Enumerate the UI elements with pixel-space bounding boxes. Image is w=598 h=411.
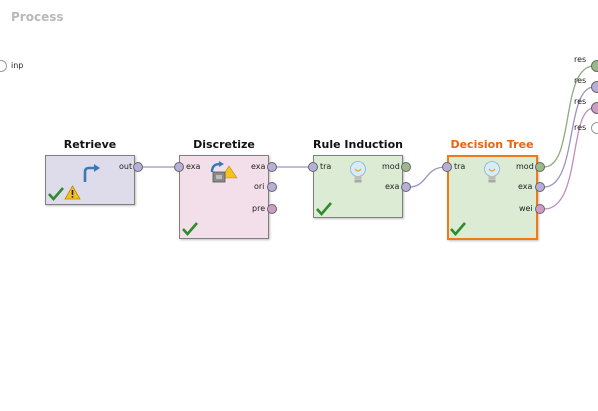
decision-tree-lightbulb-icon xyxy=(484,161,500,183)
decision-tree-wei-port[interactable] xyxy=(535,204,545,214)
retrieve-title: Retrieve xyxy=(63,138,117,151)
result-port-1[interactable] xyxy=(591,60,598,72)
discretize-exa-in-label: exa xyxy=(186,162,201,171)
discretize-preprocess-icon xyxy=(210,161,238,183)
decision-tree-tra-port[interactable] xyxy=(442,162,452,172)
discretize-exa-out-port[interactable] xyxy=(267,162,277,172)
decision-tree-exa-label: exa xyxy=(518,182,533,191)
discretize-pre-port[interactable] xyxy=(267,204,277,214)
discretize-ori-port[interactable] xyxy=(267,182,277,192)
rule-induction-tra-port[interactable] xyxy=(308,162,318,172)
rule-induction-title: Rule Induction xyxy=(313,138,403,151)
retrieve-out-port[interactable] xyxy=(133,162,143,172)
rule-induction-exa-label: exa xyxy=(385,182,400,191)
retrieve-out-label: out xyxy=(119,162,133,171)
result-port-4[interactable] xyxy=(591,122,598,134)
discretize-check-icon xyxy=(182,222,198,236)
process-title: Process xyxy=(11,10,64,24)
wire-ruleinduction-decisiontree[interactable] xyxy=(408,166,447,188)
result-port-2[interactable] xyxy=(591,81,598,93)
rule-induction-mod-port[interactable] xyxy=(401,162,411,172)
discretize-exa-in-port[interactable] xyxy=(174,162,184,172)
retrieve-warning-icon xyxy=(64,185,81,200)
rule-induction-exa-port[interactable] xyxy=(401,182,411,192)
decision-tree-title: Decision Tree xyxy=(450,138,534,151)
decision-tree-mod-port[interactable] xyxy=(535,162,545,172)
retrieve-arrow-icon xyxy=(83,164,100,182)
wire-tree-mod-res[interactable] xyxy=(543,65,595,168)
discretize-pre-label: pre xyxy=(252,204,266,213)
decision-tree-check-icon xyxy=(450,222,466,236)
discretize-exa-out-label: exa xyxy=(251,162,266,171)
decision-tree-tra-label: tra xyxy=(454,162,466,171)
process-input-label: inp xyxy=(11,61,24,70)
wire-tree-exa-res[interactable] xyxy=(543,86,595,188)
rule-induction-tra-label: tra xyxy=(320,162,332,171)
result-label-1: res xyxy=(574,55,587,64)
rule-induction-lightbulb-icon xyxy=(350,161,366,183)
discretize-operator[interactable] xyxy=(179,155,269,239)
decision-tree-mod-label: mod xyxy=(516,162,534,171)
result-label-2: res xyxy=(574,76,587,85)
discretize-title: Discretize xyxy=(193,138,255,151)
result-label-3: res xyxy=(574,97,587,106)
rule-induction-mod-label: mod xyxy=(382,162,400,171)
decision-tree-wei-label: wei xyxy=(519,204,533,213)
discretize-ori-label: ori xyxy=(254,182,265,191)
result-label-4: res xyxy=(574,123,587,132)
rule-induction-check-icon xyxy=(316,202,332,216)
result-port-3[interactable] xyxy=(591,102,598,114)
retrieve-check-icon xyxy=(48,187,64,201)
retrieve-operator[interactable] xyxy=(45,155,135,205)
decision-tree-exa-port[interactable] xyxy=(535,182,545,192)
wire-tree-wei-res[interactable] xyxy=(543,107,595,210)
